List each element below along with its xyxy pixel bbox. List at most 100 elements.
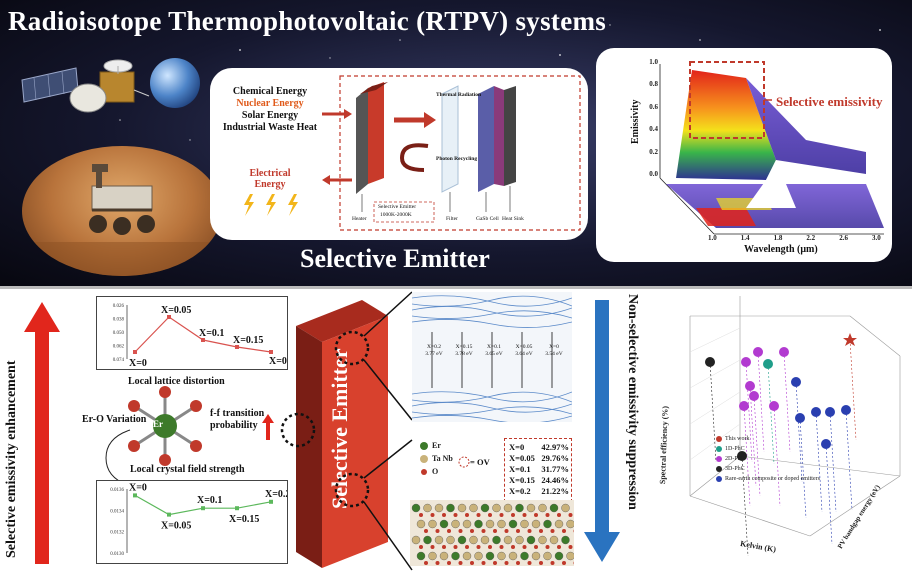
lattice-oxygen [419,545,423,549]
lattice-oxygen [430,513,435,517]
point-label: X=0.2 [269,356,287,367]
emissivity-x-tick: 2.2 [806,234,816,242]
lattice-atom [526,535,536,545]
point-label: X=0.1 [199,328,224,339]
lattice-oxygen [424,561,428,565]
lattice-atom [566,519,574,529]
lattice-oxygen [447,529,451,533]
band-ev-value: 3.77 eV [425,351,443,357]
axis-line [689,495,811,537]
drop-line [829,411,837,513]
legend-label: 1D-PhC [725,446,745,452]
lattice-atom [503,535,513,545]
lattice-oxygen [527,529,532,533]
ff-transition-label: f-f transition probability [210,408,265,431]
point-label: X=0.05 [161,521,191,532]
section-divider [0,286,912,289]
spacecraft-icon [21,59,150,113]
band-x-value: X=0.2 [427,344,441,350]
legend-marker-icon [716,476,722,482]
lattice-atom [538,535,547,545]
scatter-legend-item: 1D-PhC [716,444,820,454]
drop-line [825,443,833,545]
drop-line [749,385,757,487]
lattice-atom [474,519,483,529]
lattice-atom [515,503,524,513]
legend-label: 2D-PhC [725,456,745,462]
lattice-atom [411,503,421,513]
lattice-atom [526,503,536,513]
lattice-oxygen [453,513,458,517]
band-x-value: X=0.1 [487,344,501,350]
enhancement-arrow-icon [24,302,60,564]
electrical-energy-label: Electrical Energy [249,168,291,190]
lattice-atom [549,535,559,545]
data-point [753,347,763,357]
ov-value: 42.97% [541,442,569,452]
lattice-oxygen [511,545,515,549]
legend-label: Rare-earth composite or doped emitters [725,476,820,482]
lattice-oxygen [435,561,440,565]
drop-line [799,417,807,519]
ov-x: X=0.2 [509,486,531,496]
energy-source-nuclear: Nuclear Energy [236,98,304,109]
ov-row: X=0.2 21.22% [509,486,569,497]
ov-value: 21.22% [541,486,569,496]
band-x-value: X=0.15 [455,344,473,350]
lattice-atom [497,551,506,561]
energy-source-waste-heat: Industrial Waste Heat [222,122,318,133]
lattice-oxygen [534,545,538,549]
lattice-atom [561,535,570,545]
lattice-atom [543,519,552,529]
lattice-atom [446,503,455,513]
emitter-temp-label: 1000K-2000K [380,212,412,218]
lattice-atom [451,551,460,561]
data-point [133,493,137,498]
data-point [705,357,715,367]
lattice-atom [469,535,478,545]
lattice-oxygen [481,561,486,565]
er-o-cluster-icon [128,386,202,466]
data-point [769,401,779,411]
lattice-atom [474,551,483,561]
lattice-atom [457,535,467,545]
lattice-atom [462,519,472,529]
lattice-atom [508,551,518,561]
drop-line [757,351,765,453]
legend-marker-icon [716,466,722,472]
lattice-oxygen [458,529,463,533]
data-point [201,506,205,511]
data-point [737,451,747,461]
point-label: X=0.2 [265,489,287,500]
band-ev-value: 3.65 eV [485,351,503,357]
emissivity-y-tick: 0.0 [649,170,658,178]
lattice-atom [492,503,501,513]
scatter-legend-item: 3D-PhC [716,464,820,474]
data-point [167,512,171,517]
lattice-atom [538,503,547,513]
data-point [167,315,171,319]
lattice-oxygen [458,561,463,565]
point-label: X=0.05 [161,305,191,316]
data-point [745,381,755,391]
data-point [763,359,773,369]
heat-sink-label: Heat Sink [502,216,524,222]
lattice-atom [531,551,541,561]
ov-icon [458,456,470,468]
photon-recycling-label: Photon Recycling [436,156,478,162]
drop-line [709,361,717,463]
scatter-legend-item: Rare-earth composite or doped emitters [716,474,820,484]
ov-label: = OV [470,457,490,467]
device-schematic [339,75,581,231]
lattice-atom [434,503,444,513]
lattice-oxygen [562,561,566,565]
lattice-oxygen [545,545,550,549]
emissivity-x-tick: 1.4 [740,234,750,242]
